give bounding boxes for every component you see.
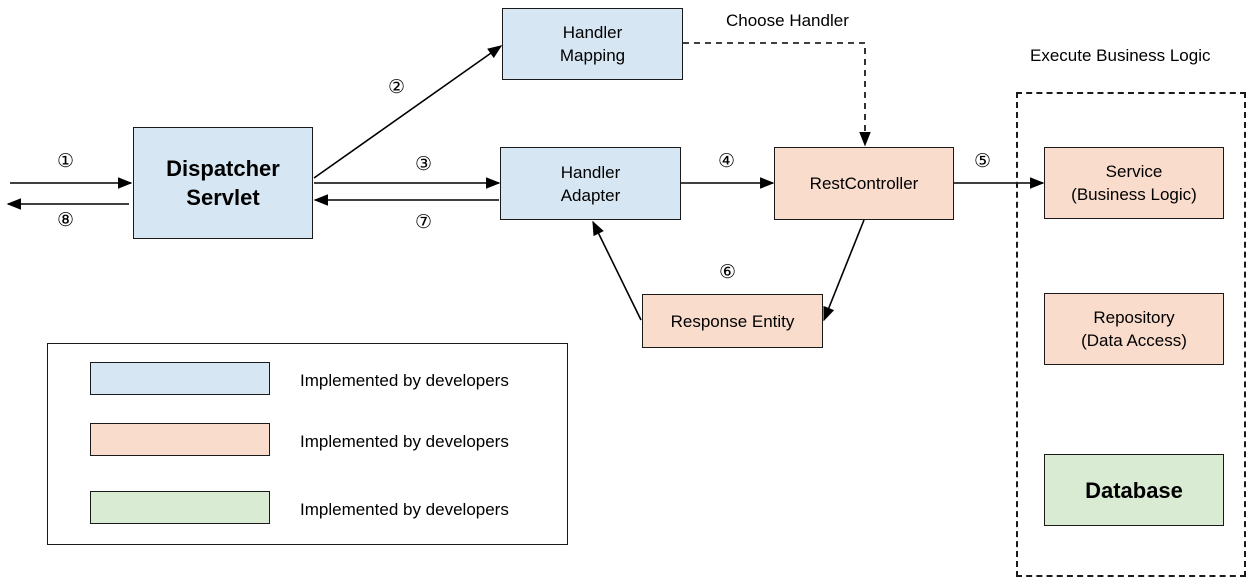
legend-label-blue: Implemented by developers [300, 371, 509, 390]
handler-adapter-box: Handler Adapter [500, 147, 681, 220]
legend-swatch-blue [90, 362, 270, 395]
rest-controller-box: RestController [774, 147, 954, 220]
handler-mapping-line-2: Mapping [559, 46, 626, 65]
repository-line-2: (Data Access) [1081, 331, 1187, 350]
dispatcher-line-2: Servlet [186, 185, 260, 210]
legend-swatch-green [90, 491, 270, 524]
legend: Implemented by developers Implemented by… [47, 343, 568, 545]
business-logic-region [1016, 92, 1246, 577]
legend-label-green: Implemented by developers [300, 500, 509, 519]
arrow-entity-to-adapter [592, 220, 642, 321]
arrow-choose-handler [683, 42, 871, 147]
service-box: Service (Business Logic) [1044, 147, 1224, 219]
handler-mapping-line-1: Handler [562, 23, 623, 42]
database-box: Database [1044, 454, 1224, 526]
step-6: ⑥ [719, 262, 737, 283]
choose-handler-label: Choose Handler [726, 11, 849, 30]
rest-controller-label: RestController [809, 174, 919, 193]
step-2: ② [388, 77, 406, 98]
arrow-to-handler-mapping [313, 45, 503, 179]
legend-swatch-orange [90, 423, 270, 456]
response-entity-label: Response Entity [670, 311, 795, 331]
repository-line-1: Repository [1093, 308, 1175, 327]
legend-label-orange: Implemented by developers [300, 432, 509, 451]
step-8: ⑧ [57, 210, 75, 231]
step-7: ⑦ [415, 212, 433, 233]
handler-mapping-box: Handler Mapping [502, 8, 683, 80]
service-line-1: Service [1105, 162, 1163, 181]
handler-adapter-line-1: Handler [560, 162, 621, 182]
dispatcher-line-1: Dispatcher [166, 156, 280, 181]
step-5: ⑤ [974, 151, 992, 172]
step-1: ① [57, 151, 75, 172]
execute-business-logic-label: Execute Business Logic [1030, 46, 1211, 65]
arrow-to-response-entity [823, 219, 865, 322]
handler-adapter-line-2: Adapter [560, 185, 621, 205]
dispatcher-servlet-box: Dispatcher Servlet [133, 127, 313, 239]
step-4: ④ [718, 151, 736, 172]
response-entity-box: Response Entity [642, 294, 823, 348]
step-3: ③ [415, 154, 433, 175]
database-label: Database [1085, 477, 1183, 503]
service-line-2: (Business Logic) [1071, 185, 1197, 204]
repository-box: Repository (Data Access) [1044, 293, 1224, 365]
